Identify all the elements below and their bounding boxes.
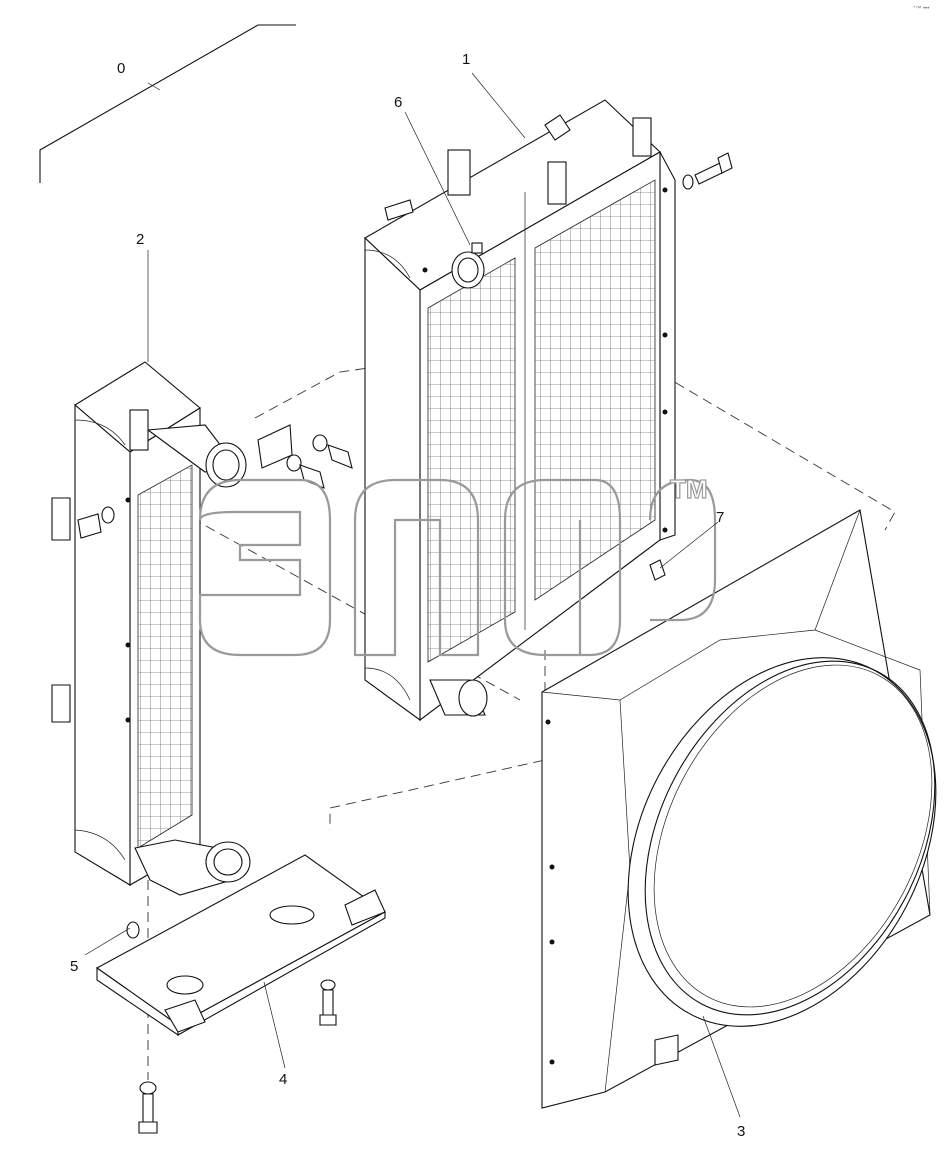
inlet-pipe: [451, 114, 571, 289]
plug: [471, 242, 483, 254]
mount-tab: [632, 117, 652, 157]
watermark-logo: TM: [198, 473, 717, 657]
watermark-tm: TM: [670, 474, 708, 504]
shroud-bolt: [649, 559, 666, 581]
callout-1: 1: [462, 51, 470, 68]
callout-0: 0: [117, 60, 125, 77]
callouts: 0 1 2 3 4 5 6 7: [70, 51, 745, 1140]
callout-7: 7: [716, 509, 724, 526]
radiator-core-left: [427, 257, 516, 663]
callout-2: 2: [136, 231, 144, 248]
mount-tab: [547, 161, 567, 205]
intercooler: [51, 361, 251, 896]
mounting-bracket-small: [77, 424, 353, 539]
callout-6: 6: [394, 94, 402, 111]
bolt-washer-set-upper: [682, 152, 733, 190]
intercooler-core: [137, 464, 193, 849]
bracket-bolts: [138, 979, 337, 1134]
callout-3: 3: [737, 1123, 745, 1140]
outlet-pipe: [429, 679, 488, 717]
callout-5: 5: [70, 958, 78, 975]
fan-shroud: [541, 509, 937, 1109]
main-radiator: [364, 99, 676, 722]
callout-4: 4: [279, 1071, 287, 1088]
lower-mounting-bracket: [95, 854, 387, 1037]
radiator-core-right: [534, 179, 656, 601]
mount-tab: [447, 149, 471, 196]
leader-lines: [84, 72, 741, 1118]
rivets: [422, 187, 668, 533]
corner-tag: °™ •••: [913, 5, 929, 12]
drain-nut: [126, 921, 140, 939]
assembly-bracket: [39, 24, 296, 183]
